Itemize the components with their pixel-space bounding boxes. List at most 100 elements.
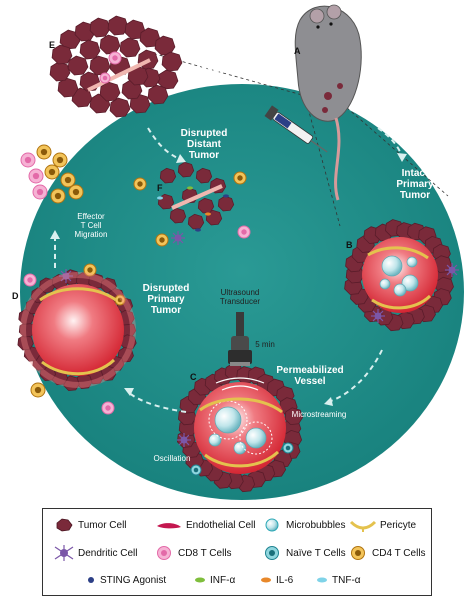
microbubbles-icon	[265, 518, 279, 532]
cd8-t-cell-icon-core	[24, 156, 32, 164]
tumor-cell-icon	[67, 55, 89, 76]
tumor-cell-icon	[187, 213, 205, 230]
cd8-t-cell-icon-core	[36, 188, 44, 196]
guide-line	[307, 107, 341, 227]
endothelial-cell-icon	[171, 184, 223, 210]
cd4-t-cell-icon-core	[72, 188, 80, 196]
tumor-cell-icon	[39, 277, 56, 294]
legend-item: IL-6	[259, 573, 293, 587]
label-intact-distant-tumor: Intact Distant Tumor	[197, 53, 231, 87]
cd4-t-cell-icon-core	[54, 192, 62, 200]
tumor-cell-icon	[197, 197, 215, 214]
cd8-t-cell-icon-core	[241, 229, 247, 235]
legend-item: Naïve T Cells	[263, 545, 346, 561]
cd4-t-cell-icon	[351, 546, 365, 560]
cd8-t-cell-icon-core	[32, 172, 40, 180]
legend-label: Microbubbles	[286, 519, 346, 531]
syringe-icon	[264, 105, 328, 153]
label-effector-t-cell-migration: Effector T Cell Migration	[74, 212, 108, 239]
panel-letter-d: D	[12, 291, 19, 301]
legend-item: Tumor Cell	[53, 517, 127, 533]
legend-label: Tumor Cell	[78, 519, 127, 531]
tumor-cell-icon	[284, 407, 304, 426]
legend-item: Endothelial Cell	[155, 517, 256, 533]
cd4-t-cell-icon-core	[56, 156, 64, 164]
label-disrupted-primary-tumor: Disrupted Primary Tumor	[142, 283, 190, 317]
legend-label: Naïve T Cells	[286, 547, 346, 559]
disrupted-primary-tumor	[17, 263, 137, 415]
panel-letter-b: B	[346, 240, 353, 250]
sting-agonist-icon	[88, 577, 94, 583]
endothelial-cell-icon	[87, 58, 151, 92]
arrow-c-to-d	[127, 391, 187, 413]
cd4-t-cell-icon-core	[40, 148, 48, 156]
tumor-cell-icon	[154, 35, 176, 56]
guide-line	[337, 99, 449, 197]
label-five-min: 5 min	[255, 340, 275, 349]
tumor-cell-icon	[119, 37, 141, 58]
legend-label: STING Agonist	[100, 574, 167, 586]
label-ultrasound-transducer: Ultrasound Transducer	[219, 288, 261, 306]
legend-item: Pericyte	[349, 517, 416, 533]
effector-t-cell-cluster	[20, 144, 84, 204]
tumor-cell-icon	[71, 87, 93, 108]
cd4-t-cell-icon-core	[64, 176, 72, 184]
tnf-alpha-icon	[317, 577, 327, 583]
tumor-cell-icon	[99, 34, 121, 55]
intact-primary-tumor	[344, 219, 459, 332]
legend-label: INF-α	[210, 574, 236, 586]
legend-label: Dendritic Cell	[78, 547, 138, 559]
dendritic-cell-icon	[445, 263, 459, 277]
tumor-cell-icon	[217, 195, 235, 212]
tumor-cell-icon	[161, 51, 183, 72]
il6-icon	[261, 577, 271, 583]
ultrasound-transducer-icon	[228, 312, 252, 366]
naive-t-cell-icon-core	[285, 445, 291, 451]
cd8-t-cell-icon-core	[105, 405, 111, 411]
tumor-cell-icon	[147, 84, 169, 105]
arrow-primary-to-c	[327, 349, 383, 403]
tumor-cell-icon	[109, 97, 131, 118]
arrowheads	[50, 153, 407, 406]
dendritic-cell-icon	[54, 545, 74, 561]
background-disc	[20, 84, 464, 500]
dendritic-cell-icon	[59, 269, 73, 283]
dendritic-cell-icon	[371, 309, 385, 323]
cytokine-dot	[157, 196, 163, 200]
cd8-t-cell-icon-core	[102, 75, 108, 81]
panel-letter-c: C	[190, 372, 197, 382]
tumor-cell-icon	[157, 69, 179, 90]
panel-letter-e: E	[49, 40, 56, 50]
tumor-cell-icon	[120, 334, 137, 350]
intact-distant-tumor	[49, 15, 183, 118]
cd4-t-cell-icon-core	[34, 386, 42, 394]
tumor-cell-icon	[79, 39, 101, 60]
disrupted-distant-tumor	[133, 161, 251, 247]
legend-label: TNF-α	[332, 574, 361, 586]
dendritic-cell-icon	[177, 433, 191, 447]
tumor-cell-icon	[177, 161, 195, 178]
tumor-cell-icon	[89, 55, 111, 76]
label-disrupted-distant-tumor: Disrupted Distant Tumor	[180, 128, 228, 162]
cd8-t-cell-icon-core	[27, 277, 33, 283]
tumor-cell-icon	[56, 518, 73, 532]
legend-item: STING Agonist	[85, 573, 166, 587]
label-permeabilized-vessel: Permeabilized Vessel	[276, 365, 344, 388]
tumor-cell-icon	[57, 77, 79, 98]
cd4-t-cell-icon-core	[137, 181, 143, 187]
tumor-cell-icon	[89, 17, 111, 38]
endothelial-cell-icon	[157, 523, 181, 529]
tumor-cell-icon	[159, 167, 177, 184]
naive-t-cell-icon-core	[193, 467, 199, 473]
cd4-t-cell-icon-core	[87, 267, 93, 273]
cytokine-dot	[205, 212, 211, 216]
tumor-cell-icon	[74, 21, 96, 42]
legend-item: CD8 T Cells	[155, 545, 232, 561]
permeabilized-tumor	[176, 363, 304, 493]
mouse-icon	[294, 4, 362, 201]
legend: Tumor Cell Endothelial Cell Microbubbles…	[42, 508, 432, 596]
cd4-t-cell-icon-core	[117, 297, 123, 303]
tumor-cell-icon	[169, 207, 187, 224]
cd4-t-cell-icon-core	[48, 168, 56, 176]
